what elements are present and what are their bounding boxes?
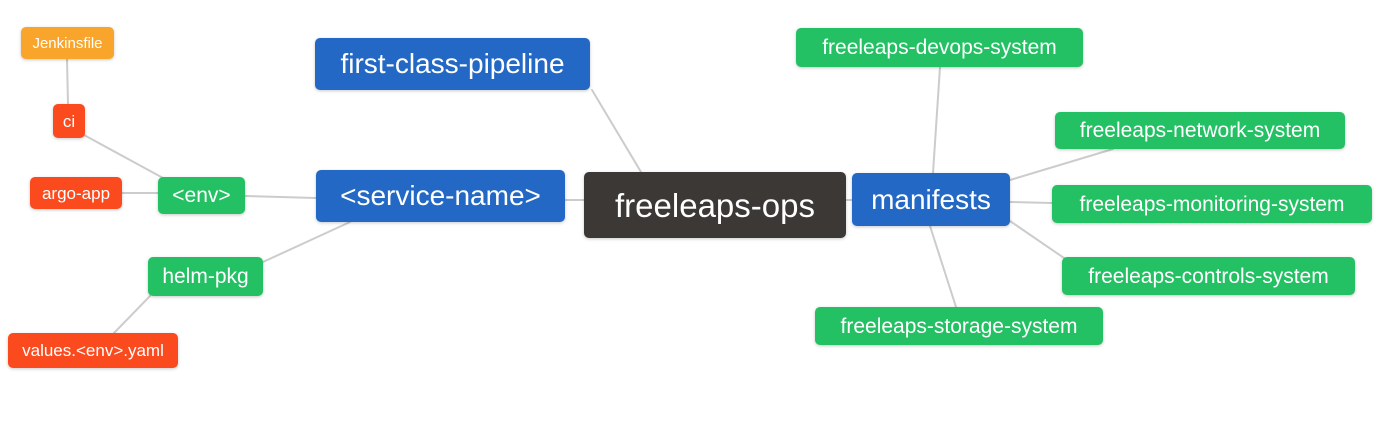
node-freeleaps-ops[interactable]: freeleaps-ops — [584, 172, 846, 238]
node-label: freeleaps-network-system — [1079, 119, 1321, 142]
node-label: freeleaps-monitoring-system — [1079, 192, 1345, 216]
node-label: manifests — [871, 183, 991, 215]
edge-jenkinsfile-to-ci — [66, 58, 69, 105]
node-label: argo-app — [41, 183, 111, 203]
node-jenkinsfile[interactable]: Jenkinsfile — [21, 27, 114, 59]
node-label: ci — [62, 111, 76, 131]
node-argo-app[interactable]: argo-app — [30, 177, 122, 209]
node-network-system[interactable]: freeleaps-network-system — [1055, 112, 1345, 149]
edge-first-class-pipeline-to-freeleaps-ops — [591, 89, 642, 173]
edge-manifests-to-controls-system — [1009, 220, 1065, 259]
node-storage-system[interactable]: freeleaps-storage-system — [815, 307, 1103, 345]
edge-manifests-to-storage-system — [929, 225, 957, 308]
edge-manifests-to-devops-system — [932, 66, 941, 174]
node-label: freeleaps-devops-system — [822, 36, 1057, 59]
edge-manifests-to-monitoring-system — [1009, 201, 1053, 204]
edge-manifests-to-network-system — [1009, 148, 1114, 181]
node-ci[interactable]: ci — [53, 104, 85, 138]
edge-helm-pkg-to-values-env-yaml — [113, 295, 151, 334]
node-controls-system[interactable]: freeleaps-controls-system — [1062, 257, 1355, 295]
node-label: freeleaps-ops — [615, 186, 815, 224]
node-env[interactable]: <env> — [158, 177, 245, 214]
node-values-env-yaml[interactable]: values.<env>.yaml — [8, 333, 178, 368]
node-label: values.<env>.yaml — [22, 341, 164, 360]
node-first-class-pipeline[interactable]: first-class-pipeline — [315, 38, 590, 90]
edge-ci-to-env — [83, 134, 164, 179]
node-manifests[interactable]: manifests — [852, 173, 1010, 226]
edge-helm-pkg-to-service-name — [262, 221, 351, 263]
node-label: first-class-pipeline — [340, 48, 565, 79]
node-monitoring-system[interactable]: freeleaps-monitoring-system — [1052, 185, 1372, 223]
node-label: Jenkinsfile — [32, 34, 103, 52]
node-label: freeleaps-controls-system — [1088, 264, 1329, 288]
node-service-name[interactable]: <service-name> — [316, 170, 565, 222]
node-label: <service-name> — [340, 180, 541, 211]
node-label: <env> — [172, 184, 231, 207]
node-devops-system[interactable]: freeleaps-devops-system — [796, 28, 1083, 67]
node-label: helm-pkg — [162, 265, 249, 288]
node-label: freeleaps-storage-system — [840, 314, 1078, 338]
edge-env-to-service-name — [244, 195, 317, 199]
node-helm-pkg[interactable]: helm-pkg — [148, 257, 263, 296]
